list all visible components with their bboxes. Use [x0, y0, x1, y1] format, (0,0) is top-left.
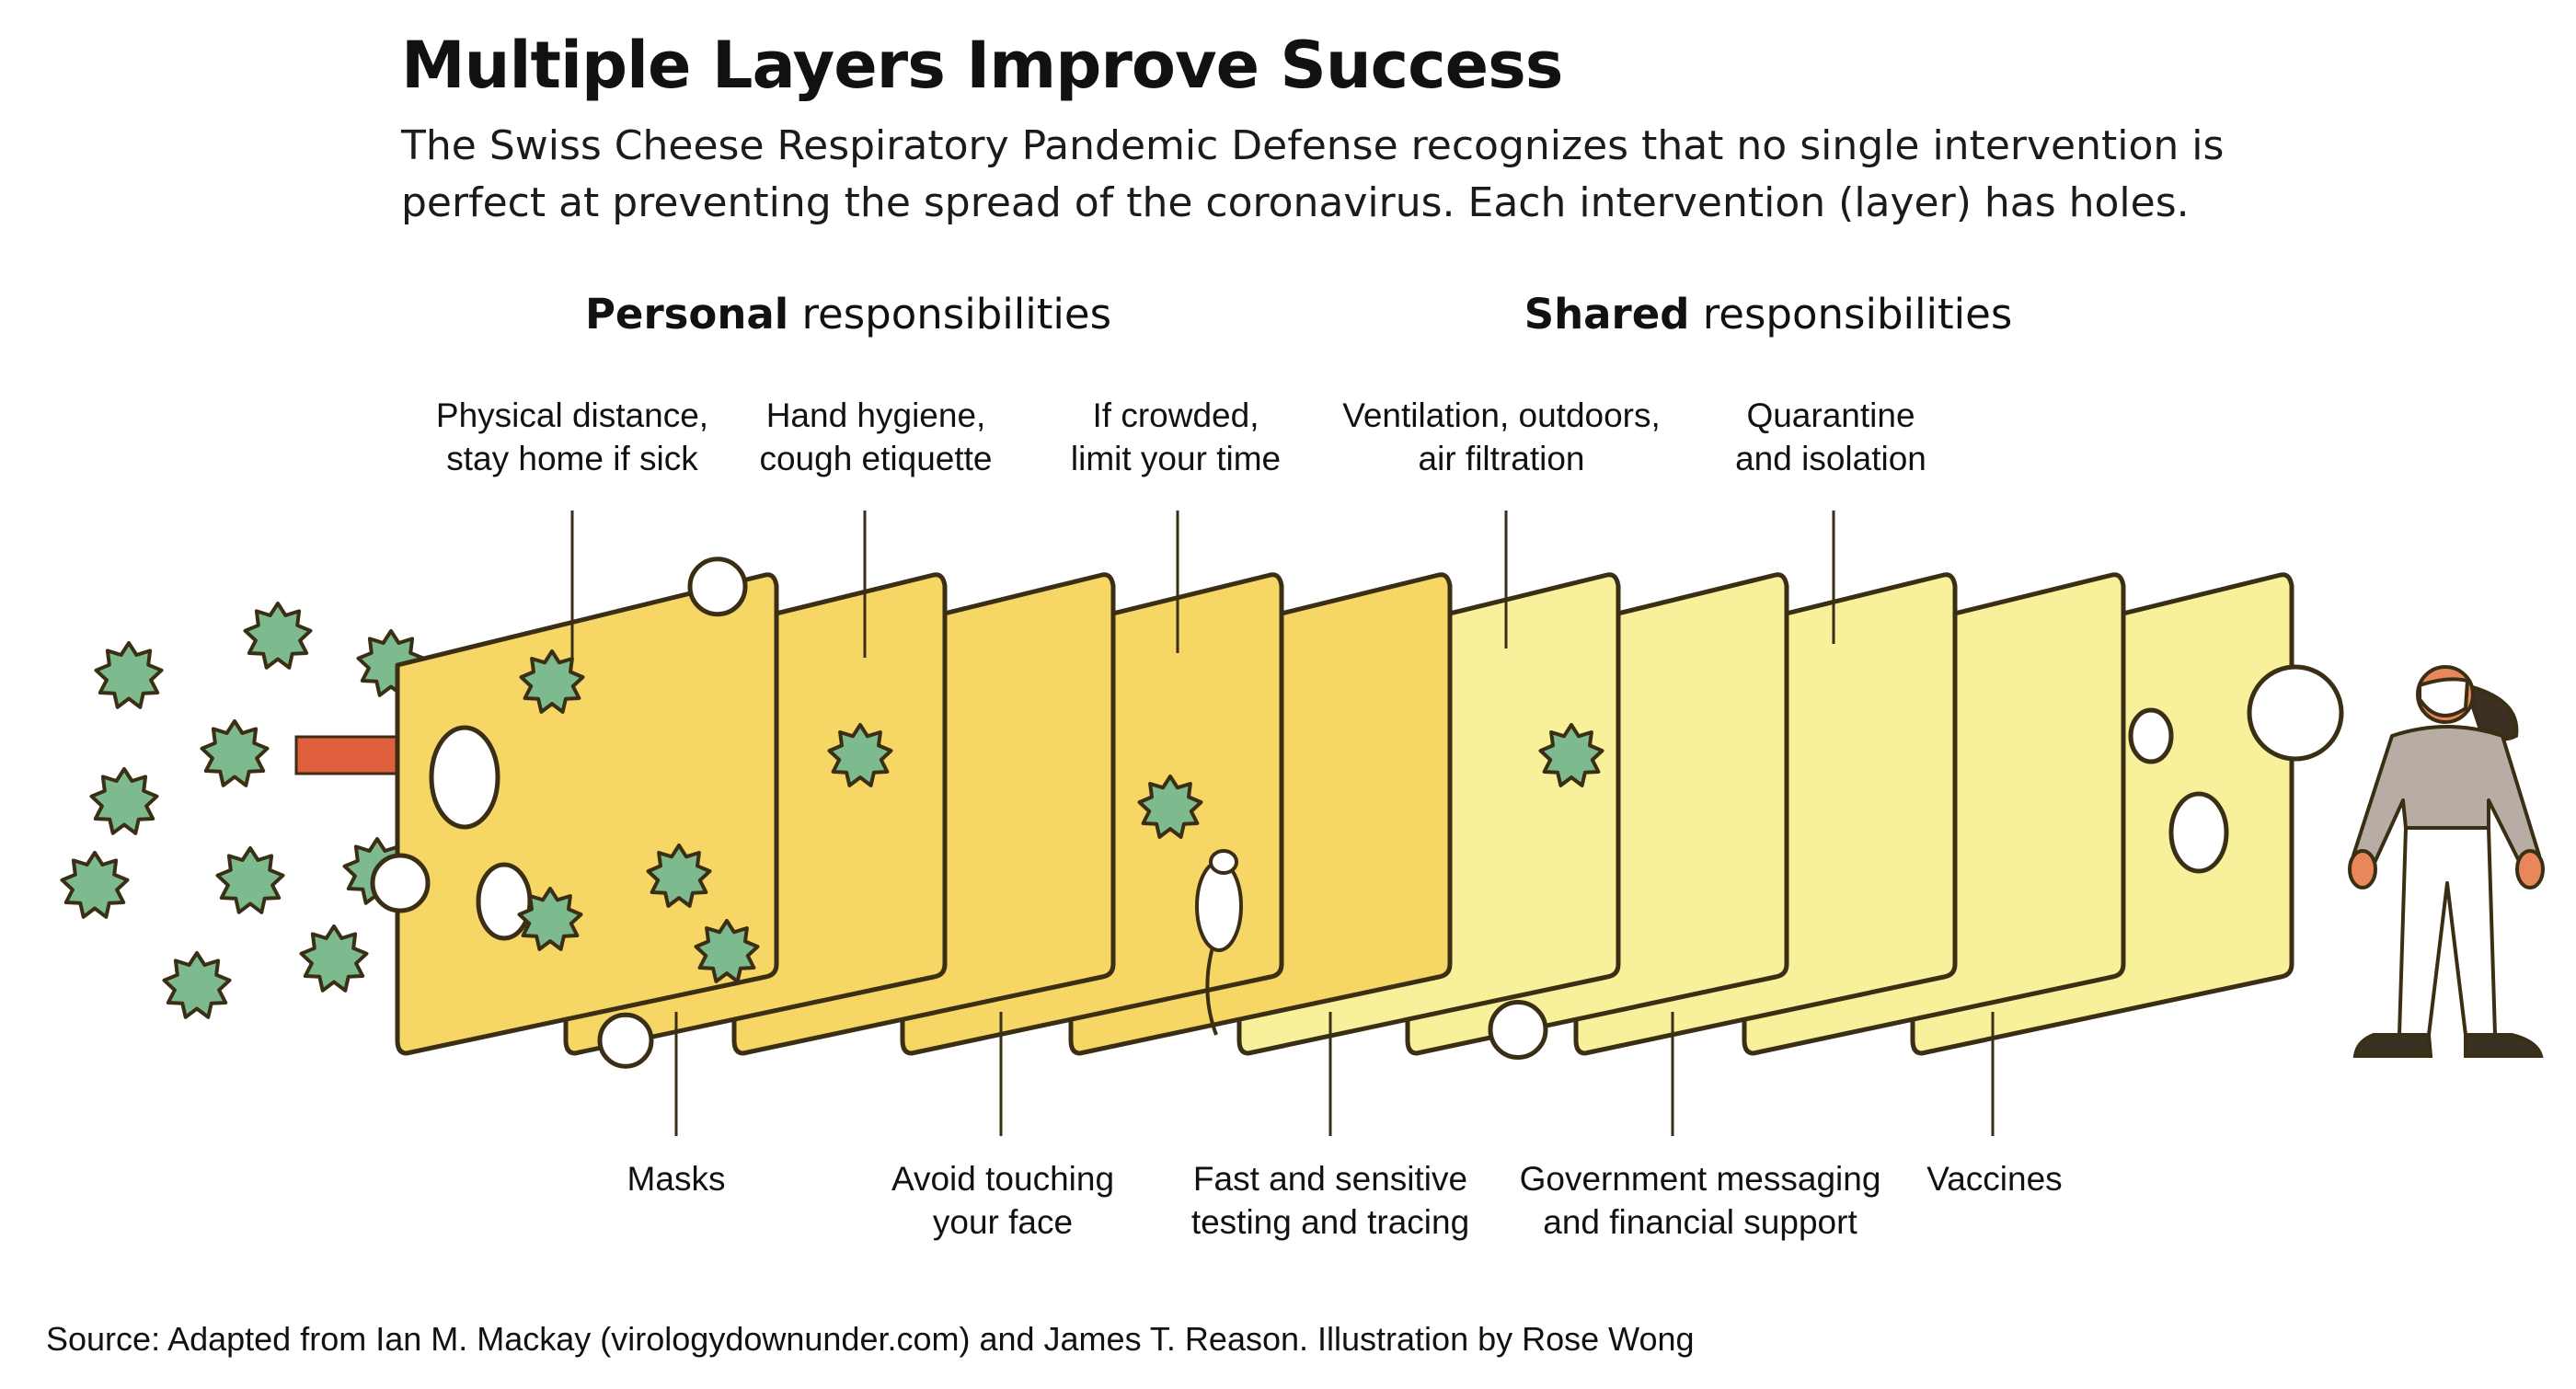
cheese-bite [2247, 664, 2344, 762]
heading-personal-rest: responsibilities [788, 290, 1112, 339]
person-shoe-left [2352, 1033, 2433, 1058]
virus-icon [60, 851, 130, 919]
person-icon [2348, 665, 2545, 1058]
cheese-hole [2168, 791, 2229, 874]
cheese-bite [1488, 1000, 1548, 1060]
person-shirt [2352, 725, 2541, 867]
person-hand-right [2515, 849, 2545, 890]
person-pants [2398, 826, 2497, 1037]
layer-label-bottom: Avoid touching your face [891, 1160, 1115, 1241]
layer-label-top: If crowded, limit your time [1070, 396, 1282, 477]
heading-shared-bold: Shared [1524, 290, 1690, 339]
layer-label-bottom: Fast and sensitive testing and tracing [1190, 1160, 1470, 1241]
virus-icon [827, 723, 893, 787]
cheese-hole [429, 725, 500, 830]
virus-icon [1538, 723, 1604, 787]
cheese-slices [370, 557, 2344, 1069]
layer-label-bottom: Vaccines [1926, 1160, 2063, 1198]
virus-icon [89, 767, 159, 835]
virus-icon [243, 602, 313, 670]
virus-icon [162, 951, 232, 1019]
virus-icon [519, 649, 585, 714]
person-shoe-right [2464, 1033, 2544, 1058]
layer-label-top: Hand hygiene, cough etiquette [759, 396, 993, 477]
virus-icon [215, 846, 285, 914]
source-note: Source: Adapted from Ian M. Mackay (viro… [46, 1320, 1695, 1358]
layer-label-top: Physical distance, stay home if sick [435, 396, 709, 477]
layer-label-top: Quarantine and isolation [1735, 396, 1926, 477]
heading-personal-bold: Personal [584, 290, 789, 339]
layer-label-bottom: Government messaging and financial suppo… [1519, 1160, 1881, 1241]
virus-icon [299, 924, 369, 993]
layer-label-bottom: Masks [627, 1160, 726, 1198]
virus-icon [94, 641, 164, 709]
person-hand-left [2348, 849, 2377, 890]
heading-shared-rest: responsibilities [1689, 290, 2013, 339]
leader-lines [570, 511, 1995, 1136]
cheese-hole [476, 862, 533, 941]
person-mask [2418, 677, 2470, 717]
cheese-hole [2128, 707, 2174, 764]
cheese-bite [597, 1012, 654, 1069]
layer-label-top: Ventilation, outdoors, air filtration [1342, 396, 1661, 477]
virus-icon [200, 719, 270, 787]
heading-shared: Shared responsibilities [1524, 290, 2013, 339]
page-title: Multiple Layers Improve Success [401, 28, 1563, 103]
virus-icon [646, 844, 712, 908]
cheese-bite [687, 557, 748, 617]
virus-icon [694, 919, 760, 983]
virus-icon [517, 887, 583, 951]
virus-icon [1137, 775, 1203, 839]
heading-personal: Personal responsibilities [585, 290, 1111, 339]
virus-group-back [60, 602, 426, 1019]
mouse-icon [1195, 849, 1243, 1036]
cheese-slice-1 [370, 557, 779, 1056]
cheese-bite [370, 853, 431, 913]
subtitle: The Swiss Cheese Respiratory Pandemic De… [401, 122, 2225, 226]
